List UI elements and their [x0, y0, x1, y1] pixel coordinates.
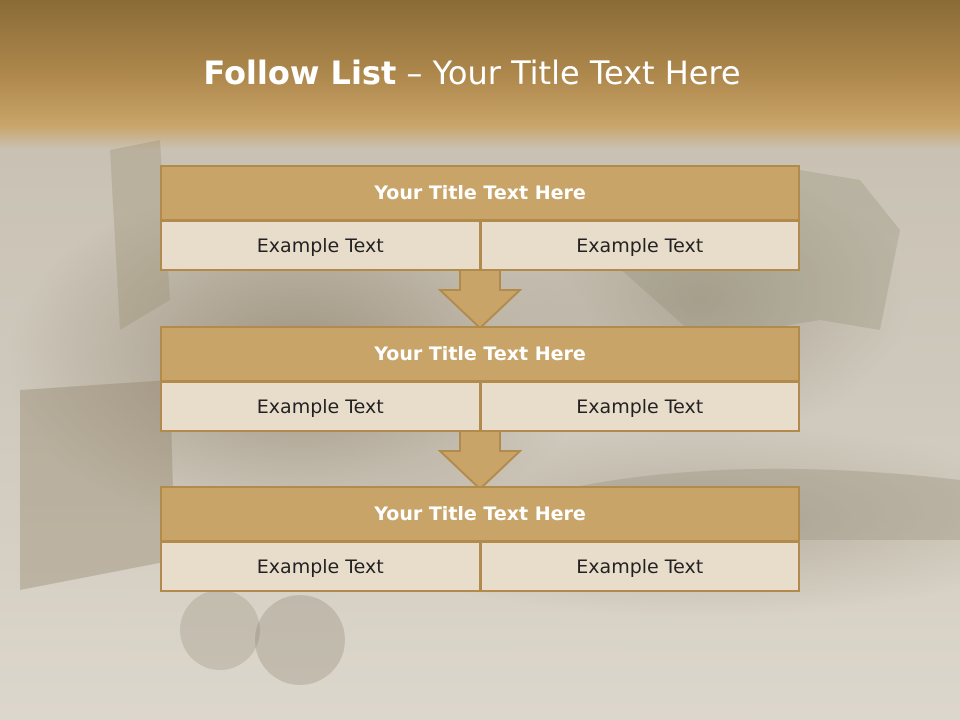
title-rest: – Your Title Text Here	[396, 54, 741, 92]
block-row: Example Text Example Text	[160, 221, 800, 271]
block-cell-right: Example Text	[480, 221, 800, 271]
title-bold: Follow List	[203, 54, 397, 92]
list-block-3: Your Title Text Here Example Text Exampl…	[160, 486, 800, 592]
block-cell-left: Example Text	[160, 542, 481, 592]
block-cell-left: Example Text	[160, 221, 481, 271]
slide-title: Follow List – Your Title Text Here	[0, 54, 944, 92]
list-block-1: Your Title Text Here Example Text Exampl…	[160, 165, 800, 271]
block-header: Your Title Text Here	[160, 165, 800, 221]
block-cell-right: Example Text	[480, 542, 800, 592]
block-header: Your Title Text Here	[160, 486, 800, 542]
block-cell-left: Example Text	[160, 382, 481, 432]
block-cell-right: Example Text	[480, 382, 800, 432]
list-block-2: Your Title Text Here Example Text Exampl…	[160, 326, 800, 432]
down-arrow-icon	[438, 270, 522, 330]
block-row: Example Text Example Text	[160, 382, 800, 432]
block-row: Example Text Example Text	[160, 542, 800, 592]
down-arrow-icon	[438, 431, 522, 491]
block-header: Your Title Text Here	[160, 326, 800, 382]
